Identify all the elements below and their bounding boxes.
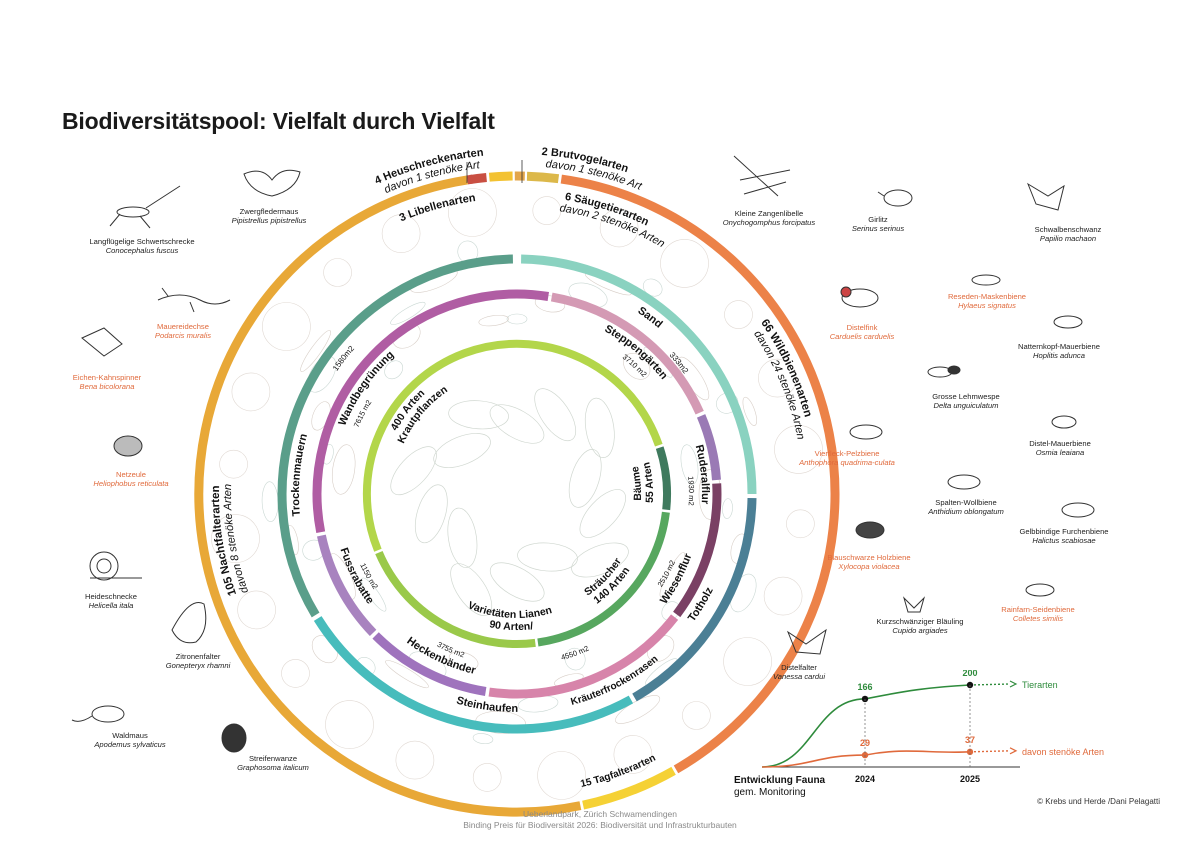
shieldbug-icon <box>221 723 247 753</box>
label-kraeuterrasen-area: 4550 m2 <box>560 644 590 662</box>
vegetation-ring-steppengaerten <box>550 292 704 415</box>
lizard-icon <box>157 287 231 313</box>
dragonfly-icon <box>733 155 791 197</box>
snail-icon <box>89 551 142 581</box>
data-label: 37 <box>965 735 975 745</box>
painted-lady-icon <box>786 628 827 655</box>
vegetation-ring-wiesenflur <box>673 483 722 618</box>
brimstone-icon <box>171 602 207 644</box>
label-baeume-sub: Bäume <box>629 465 644 501</box>
vegetation-ring-ruderalflur <box>696 414 721 481</box>
footer-location: Ueberlandpark, Zürich Schwamendingen <box>522 809 678 819</box>
outer-ring-saeuger <box>526 171 560 184</box>
osmia-bee-icon <box>1051 415 1077 429</box>
mouse-icon <box>71 705 125 723</box>
plant-ring-kraut <box>362 339 663 552</box>
footer-award: Binding Preis für Biodiversität 2026: Bi… <box>463 820 737 830</box>
masked-bee-icon <box>971 274 1001 286</box>
label-ruderalflur-area: 1930 m2 <box>686 476 696 506</box>
central-plant-sketch <box>390 388 629 616</box>
series-arrow-1 <box>1009 747 1018 755</box>
series-arrow-0 <box>1009 680 1018 688</box>
blue-butterfly-icon <box>902 596 926 613</box>
vegetation-ring-kraeuterrasen <box>488 614 679 699</box>
mason-bee-icon <box>1053 315 1083 329</box>
moth-icon <box>81 327 123 357</box>
label-baeume: 55 Arten <box>640 461 656 503</box>
owlet-moth-icon <box>113 435 143 457</box>
wool-bee-icon <box>947 474 981 490</box>
series-legend-1: davon stenöke Arten <box>1022 747 1104 757</box>
data-label: 166 <box>857 682 872 692</box>
plant-ring-straeucher <box>537 511 670 647</box>
chart-subtitle: gem. Monitoring <box>734 787 806 798</box>
vegetation-ring-fussrabatte <box>316 534 377 637</box>
data-label: 200 <box>962 670 977 678</box>
outer-ring-tagfalter <box>582 766 676 810</box>
series-extension-1 <box>969 750 1011 753</box>
furrow-bee-icon <box>1061 502 1095 518</box>
page-title: Biodiversitätspool: Vielfalt durch Vielf… <box>62 108 495 134</box>
habitat-ring-trockenmauern <box>277 254 513 618</box>
fur-bee-icon <box>849 424 883 440</box>
vegetation-ring-heckenbaender <box>372 632 487 696</box>
grasshopper-icon <box>109 185 181 229</box>
x-tick-label: 2025 <box>960 774 980 784</box>
habitat-ring-totholz <box>632 498 757 702</box>
outer-ring-nachtfalter <box>194 175 582 817</box>
chart-title: Entwicklung Fauna <box>734 775 826 786</box>
wasp-icon <box>927 365 961 378</box>
carpenter-bee-icon <box>855 521 885 539</box>
swallowtail-icon <box>1026 182 1065 211</box>
outer-ring-libellen <box>488 171 513 182</box>
goldfinch-icon <box>840 286 879 308</box>
silk-bee-icon <box>1025 583 1055 597</box>
series-extension-0 <box>969 683 1011 686</box>
habitat-ring-sand <box>521 254 757 495</box>
data-point <box>966 748 974 756</box>
bat-icon <box>243 169 301 197</box>
serin-icon <box>877 189 913 207</box>
label-lianen-sub: Varietäten Lianen <box>466 599 553 621</box>
series-legend-0: Tierarten <box>1022 680 1058 690</box>
plant-ring-baeume <box>655 446 672 511</box>
label-trockenmauern: Trockenmauern <box>290 432 310 517</box>
outer-ring-wildbienen <box>560 174 840 774</box>
vegetation-ring-wandbegruenung <box>312 289 549 534</box>
plant-ring-lianen <box>375 551 536 649</box>
x-tick-label: 2024 <box>855 774 875 784</box>
footer-credit: © Krebs und Herde /Dani Pelagatti <box>1037 797 1160 806</box>
habitat-ring-steinhaufen <box>313 616 634 734</box>
label-lianen: 90 Arten/ <box>488 618 533 633</box>
